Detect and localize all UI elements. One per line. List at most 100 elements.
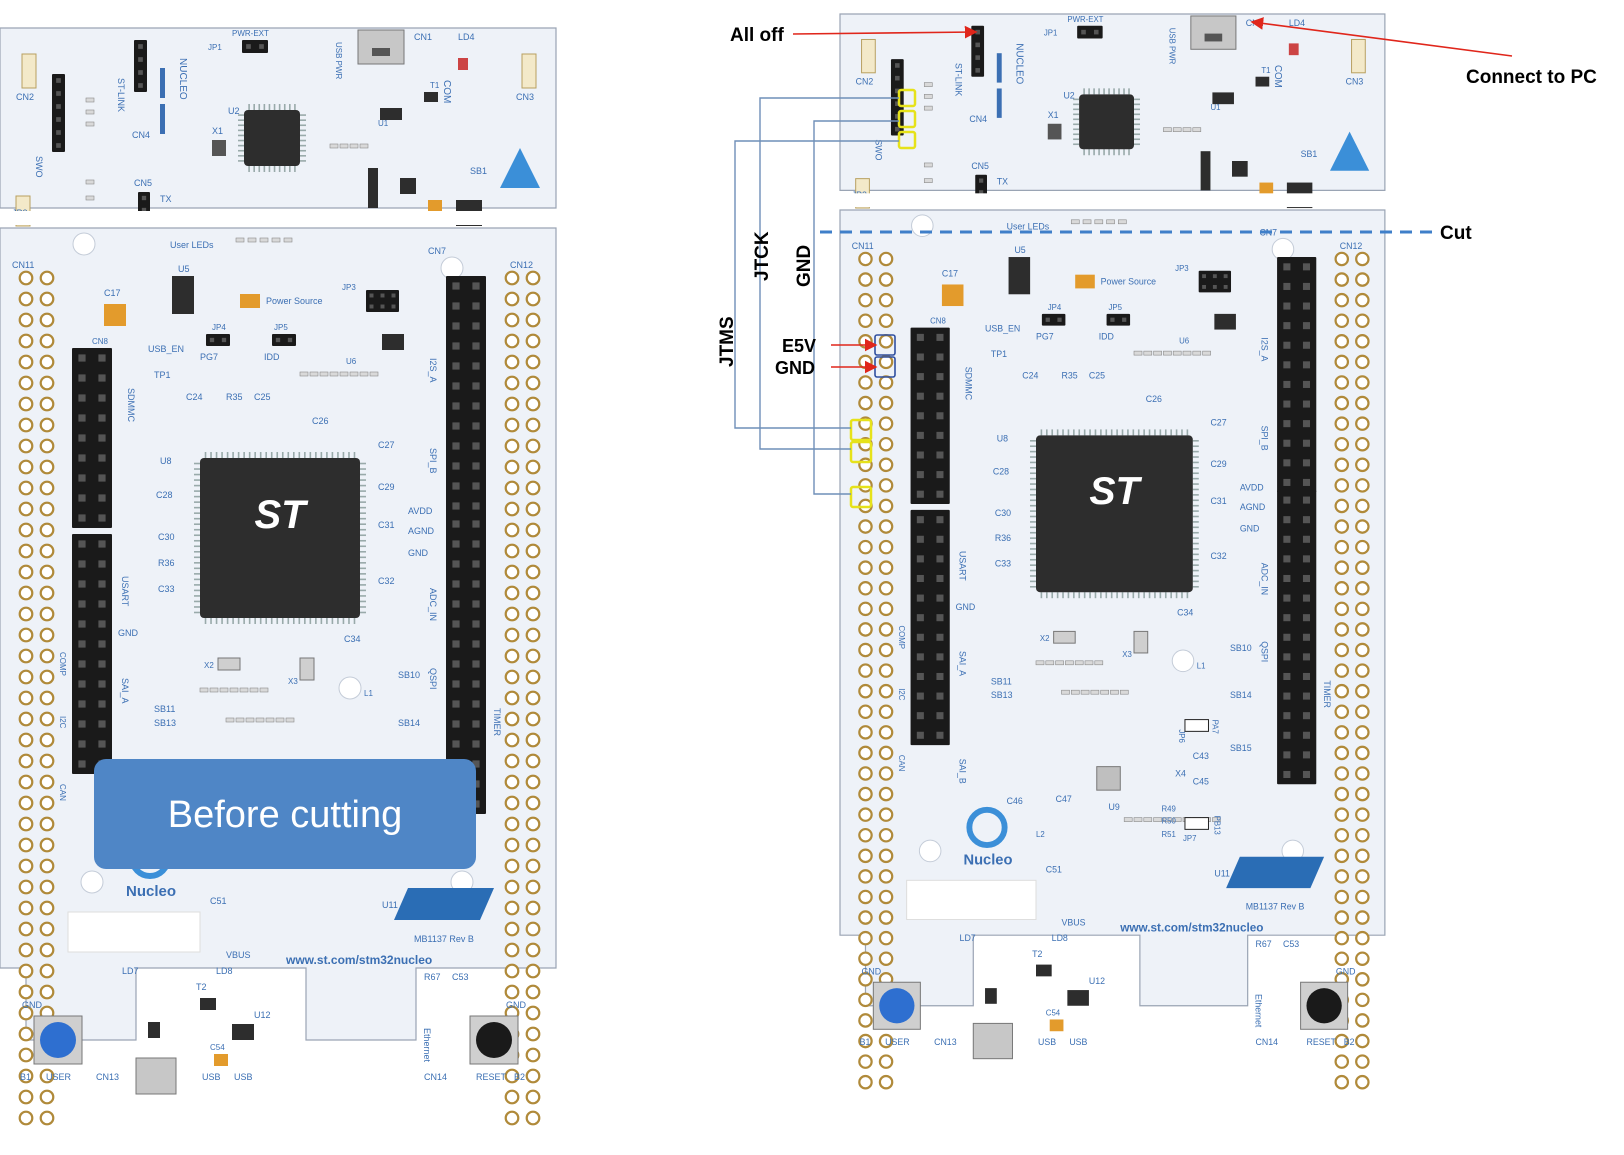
header-pin	[1303, 440, 1310, 447]
header-pin	[452, 540, 459, 547]
chip-lead	[1057, 592, 1059, 598]
chip-lead	[194, 573, 200, 575]
chip-lead	[1030, 564, 1036, 566]
label-jp4: JP4	[212, 323, 226, 332]
through-hole-pad	[41, 419, 54, 432]
header-pin	[452, 520, 459, 527]
cn2-pads	[22, 54, 36, 88]
chip-lead	[300, 114, 306, 116]
chip-lead	[1193, 521, 1199, 523]
label-sb13: SB13	[154, 718, 176, 728]
chip-lead	[1193, 564, 1199, 566]
chip-lead	[1134, 143, 1140, 145]
chip-lead	[1062, 429, 1064, 435]
through-hole-pad	[527, 797, 540, 810]
through-hole-pad	[1356, 808, 1368, 820]
header-pin	[138, 44, 143, 49]
smd-part	[924, 179, 932, 183]
header-pin	[1283, 595, 1290, 602]
chip-lead	[1030, 462, 1036, 464]
label-cn14: CN14	[1256, 1037, 1279, 1047]
header-pin	[1283, 536, 1290, 543]
chip-lead	[1193, 575, 1199, 577]
header-pin	[1283, 303, 1290, 310]
header-pin	[1303, 342, 1310, 349]
label-gnd-b1: GND	[862, 966, 882, 976]
header-pin	[936, 353, 943, 360]
through-hole-pad	[859, 623, 871, 635]
chip-lead	[1073, 429, 1075, 435]
label-ld8: LD8	[1052, 933, 1068, 943]
chip-d3	[1201, 151, 1211, 190]
header-pin	[452, 580, 459, 587]
through-hole-pad	[1356, 1014, 1368, 1026]
through-hole-pad	[1336, 747, 1348, 759]
cn3-pads	[1352, 39, 1366, 72]
chip-lead	[1046, 592, 1048, 598]
through-hole-pad	[880, 253, 892, 265]
through-hole-pad	[1336, 1076, 1348, 1088]
chip-lead	[1078, 429, 1080, 435]
through-hole-pad	[1336, 911, 1348, 923]
header-pin	[78, 720, 85, 727]
header-pin	[1057, 318, 1061, 322]
header-pin	[917, 516, 924, 523]
smd-part	[200, 688, 208, 692]
label-jp3: JP3	[342, 283, 356, 292]
through-hole-pad	[1336, 417, 1348, 429]
label-jp5: JP5	[274, 323, 288, 332]
smd-part	[1144, 351, 1152, 355]
label-ethernet: Ethernet	[422, 1028, 432, 1063]
chip-lead	[1030, 554, 1036, 556]
label-c45: C45	[1193, 776, 1209, 786]
chip-lead	[1073, 123, 1079, 125]
chip-lead	[194, 545, 200, 547]
label-c32: C32	[1210, 551, 1226, 561]
through-hole-pad	[527, 461, 540, 474]
chip-lead	[1143, 592, 1145, 598]
through-hole-pad	[41, 587, 54, 600]
chip-lead	[299, 452, 301, 458]
header-pin	[936, 491, 943, 498]
header-pin	[472, 382, 479, 389]
through-hole-pad	[527, 692, 540, 705]
chip-lead	[287, 618, 289, 624]
chip-u12	[232, 1024, 254, 1040]
through-hole-pad	[1336, 788, 1348, 800]
smd-part	[276, 718, 284, 722]
through-hole-pad	[1336, 623, 1348, 635]
capacitor-c17	[942, 284, 964, 306]
label-x1: X1	[212, 126, 223, 136]
usb-connector-bottom	[973, 1023, 1012, 1058]
label-ld7: LD7	[122, 966, 139, 976]
through-hole-pad	[859, 294, 871, 306]
chip-lead	[1030, 472, 1036, 474]
through-hole-pad	[1356, 664, 1368, 676]
header-pin	[452, 282, 459, 289]
chip-lead	[276, 618, 278, 624]
through-hole-pad	[1356, 623, 1368, 635]
label-r49: R49	[1161, 805, 1175, 814]
chip-lead	[1103, 88, 1105, 94]
chip-lead	[1134, 133, 1140, 135]
through-hole-pad	[506, 671, 519, 684]
through-hole-pad	[527, 818, 540, 831]
header-pin	[98, 580, 105, 587]
through-hole-pad	[1356, 356, 1368, 368]
mounting-hole	[1172, 650, 1194, 672]
chip-lead	[1170, 592, 1172, 598]
label-cn7: CN7	[428, 246, 446, 256]
jp7-pads	[1185, 818, 1209, 830]
through-hole-pad	[880, 808, 892, 820]
label-pg7: PG7	[1036, 331, 1054, 341]
chip-lead	[194, 512, 200, 514]
through-hole-pad	[527, 503, 540, 516]
chip-lead	[260, 618, 262, 624]
header-pin	[975, 30, 980, 35]
chip-u8-mcu	[194, 452, 366, 624]
chip-lead	[1030, 521, 1036, 523]
annotation-cut: Cut	[1440, 223, 1472, 244]
chip-lead	[360, 573, 366, 575]
label-jp7: JP7	[1183, 834, 1197, 843]
label-pwr-ext: PWR-EXT	[1067, 15, 1103, 24]
